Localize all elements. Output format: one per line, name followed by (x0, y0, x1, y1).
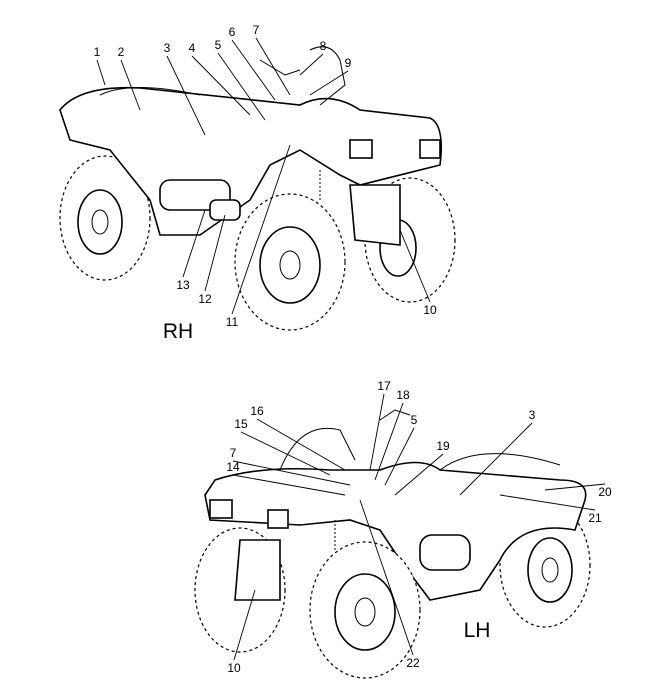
leader-line (399, 229, 431, 303)
callout-number: 21 (588, 511, 602, 525)
leader-line (384, 427, 415, 486)
leader-line (120, 59, 141, 111)
leader-line (191, 55, 251, 116)
leader-line (394, 453, 444, 496)
atv-body (59, 86, 443, 236)
callout-number: 9 (345, 56, 352, 70)
callout-number: 15 (234, 417, 248, 431)
callout-number: 1 (94, 45, 101, 59)
callout-number: 3 (164, 41, 171, 55)
rh-view-label: RH (163, 320, 193, 343)
atv-left-hand-view (194, 409, 591, 679)
leader-line (374, 402, 404, 481)
callout-number: 12 (198, 292, 212, 306)
callout-number: 18 (396, 388, 410, 402)
leader-line (299, 53, 324, 76)
callout-number: 11 (226, 315, 239, 329)
callout-number: 10 (423, 303, 437, 317)
callout-number: 19 (436, 439, 450, 453)
callout-number: 14 (226, 460, 240, 474)
leader-line (309, 70, 349, 96)
leader-line (231, 144, 291, 315)
callout-number: 13 (176, 278, 190, 292)
callout-number: 7 (253, 23, 260, 37)
lh-view-label: LH (464, 619, 491, 642)
leader-line (182, 209, 206, 278)
callout-number: 8 (320, 39, 327, 53)
leader-line (233, 589, 256, 661)
leader-line (166, 55, 206, 136)
leader-line (217, 52, 266, 121)
leader-line (369, 393, 385, 471)
leader-line (459, 422, 533, 496)
leader-line (359, 499, 414, 656)
leader-line (544, 483, 606, 491)
leader-line (204, 214, 226, 292)
callout-number: 22 (406, 656, 420, 670)
atv-right-hand-view (59, 46, 456, 331)
leader-line (256, 418, 346, 471)
leader-line (499, 494, 596, 511)
callout-number: 20 (598, 485, 612, 499)
leader-lines (96, 37, 606, 661)
leader-line (231, 39, 276, 101)
leader-line (255, 37, 291, 96)
atv-body (204, 461, 587, 601)
callout-number: 17 (377, 379, 391, 393)
leader-line (232, 474, 346, 496)
callout-number: 5 (411, 413, 418, 427)
callout-number: 3 (529, 408, 536, 422)
callout-number: 16 (250, 404, 264, 418)
leader-line (96, 59, 106, 86)
callout-number: 5 (215, 38, 222, 52)
leader-line (232, 460, 351, 486)
callout-number: 10 (227, 661, 241, 675)
callout-number: 6 (229, 25, 236, 39)
callout-number: 4 (189, 41, 196, 55)
callout-number: 7 (230, 446, 237, 460)
leader-line (240, 431, 331, 476)
callout-number: 2 (118, 45, 125, 59)
